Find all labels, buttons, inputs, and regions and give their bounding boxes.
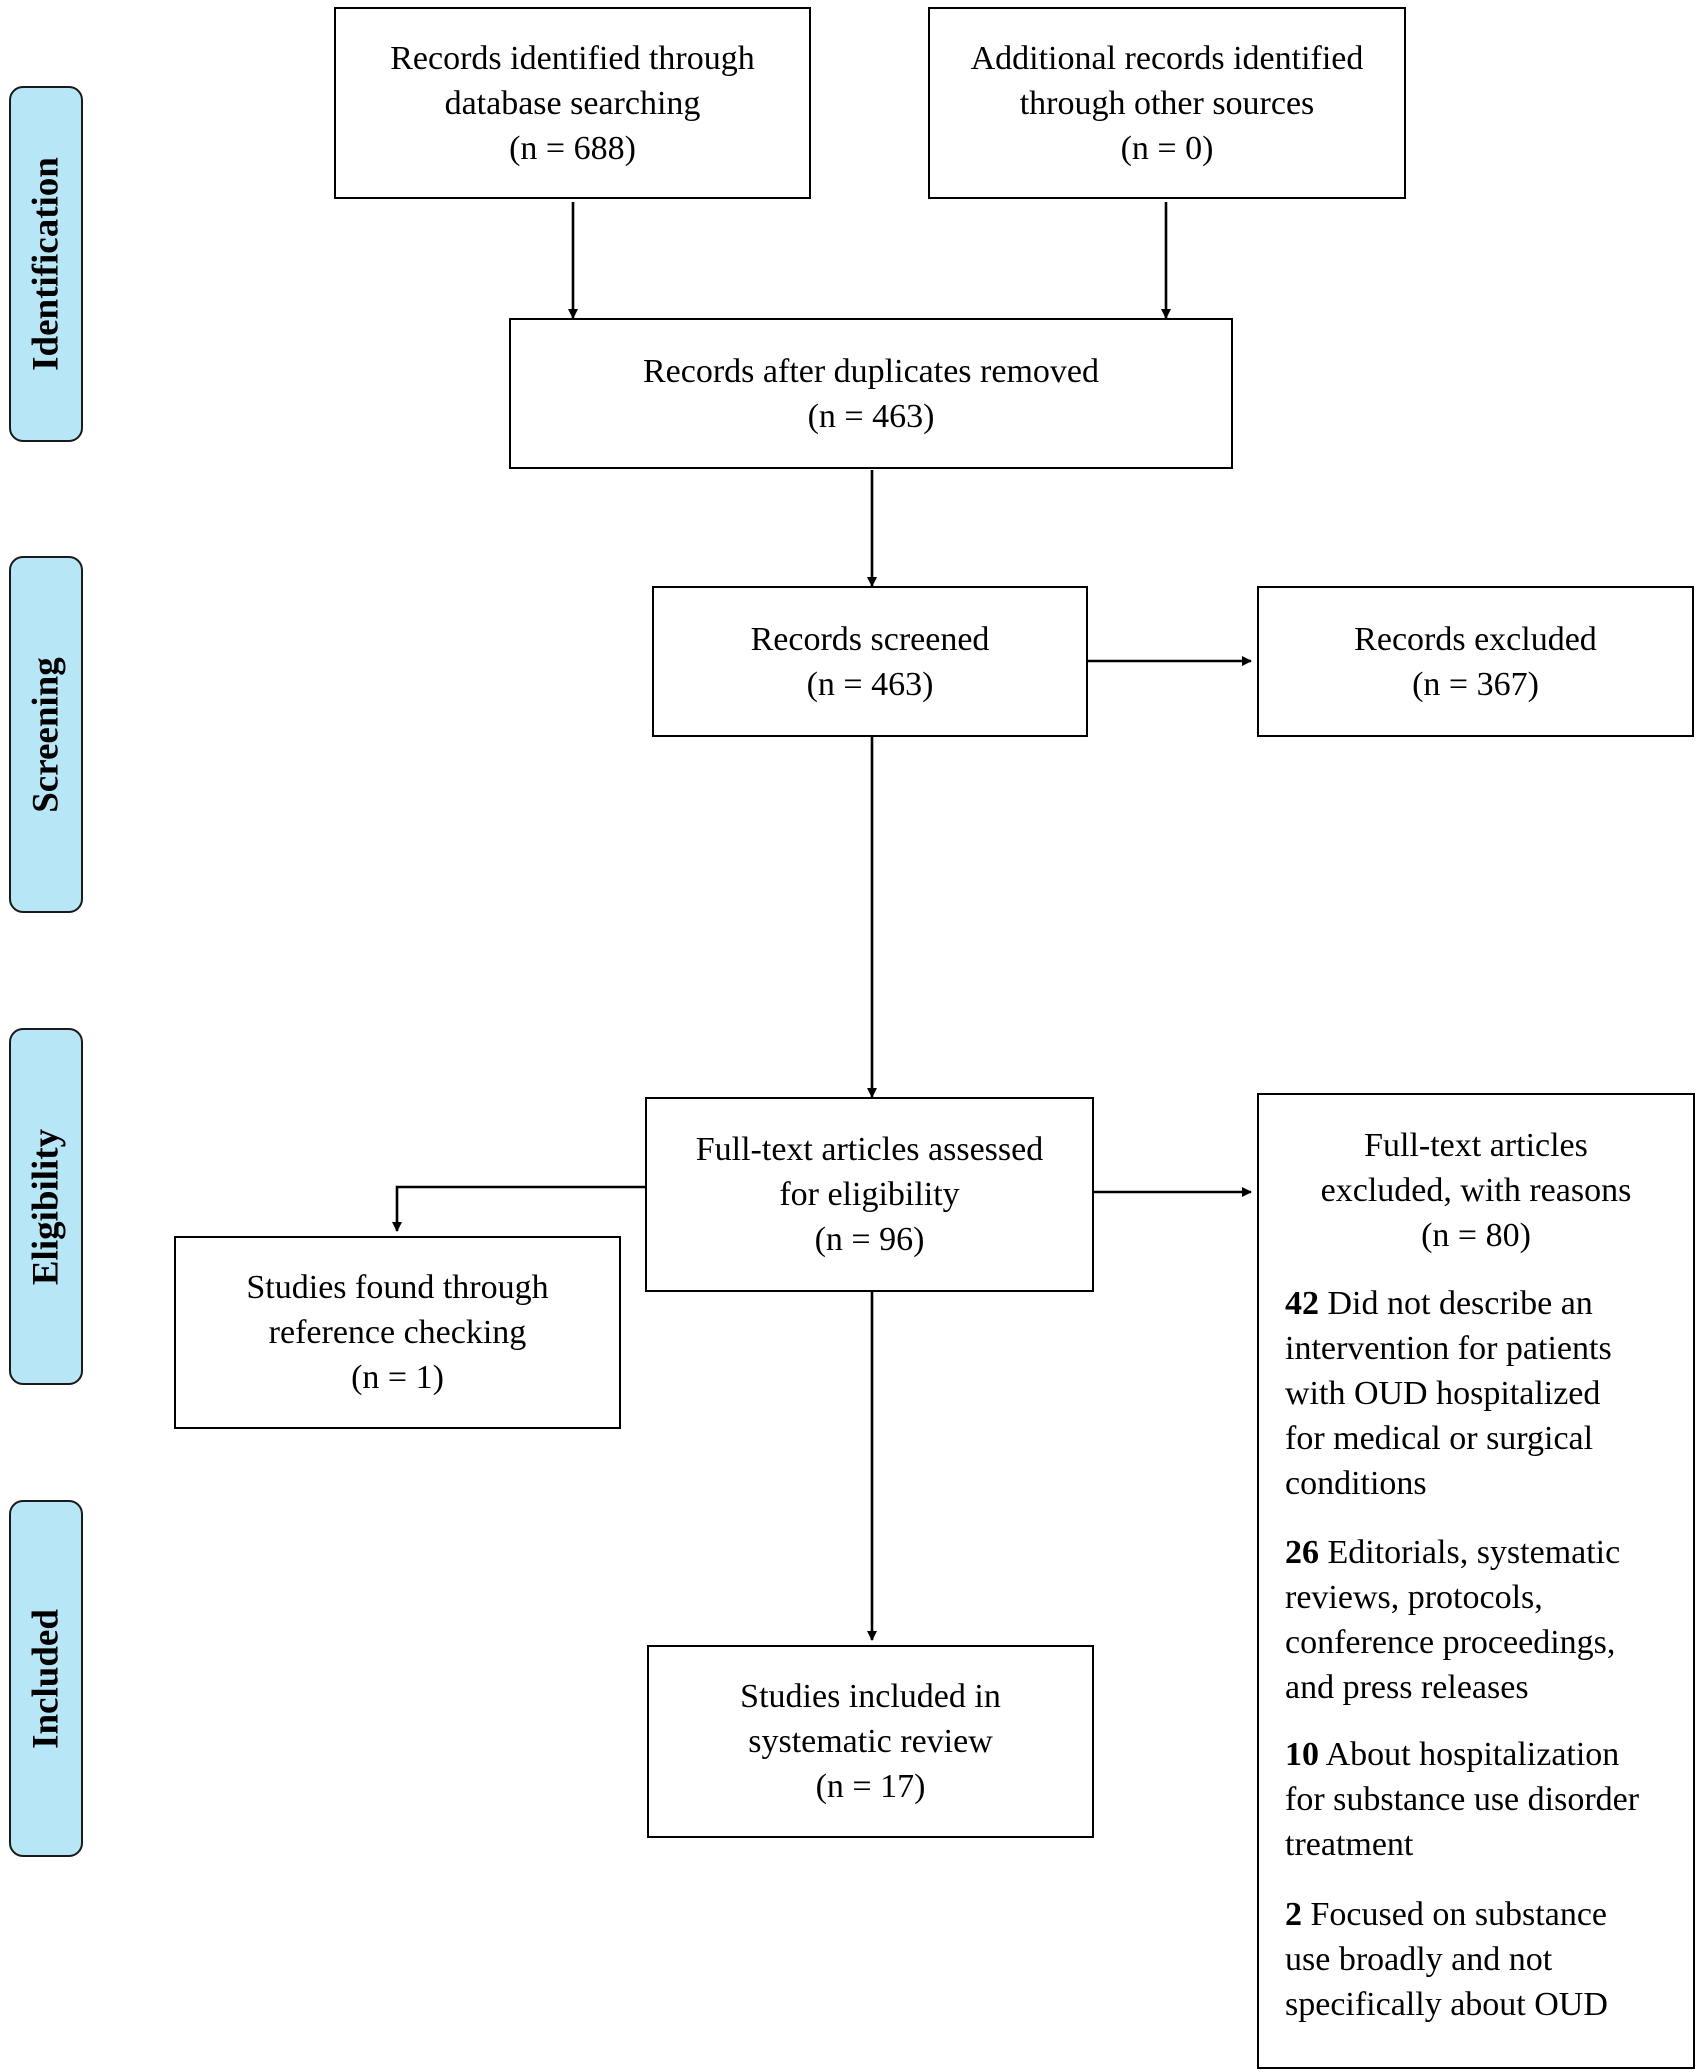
- box-records-excluded: Records excluded (n = 367): [1257, 586, 1694, 737]
- box-text: systematic review: [748, 1723, 993, 1760]
- box-studies-included: Studies included in systematic review (n…: [647, 1645, 1094, 1838]
- phase-eligibility-label: Eligibility: [25, 1128, 67, 1285]
- phase-identification: Identification: [9, 86, 83, 442]
- phase-identification-label: Identification: [25, 157, 67, 371]
- box-count: (n = 367): [1412, 665, 1539, 703]
- exclusion-reason: 10 About hospitalization for substance u…: [1285, 1732, 1685, 1867]
- box-text: Records identified through: [390, 39, 755, 77]
- reason-text: with OUD hospitalized: [1285, 1375, 1601, 1412]
- phase-screening: Screening: [9, 556, 83, 913]
- reasons-header: Full-text articles excluded, with reason…: [1259, 1123, 1693, 1258]
- box-text: Studies found through: [246, 1269, 549, 1306]
- box-count: (n = 463): [806, 665, 934, 703]
- box-text: database searching: [444, 84, 701, 122]
- reason-text: conditions: [1285, 1465, 1427, 1502]
- phase-included-label: Included: [25, 1608, 67, 1749]
- box-count: (n = 17): [815, 1768, 926, 1805]
- phase-eligibility: Eligibility: [9, 1028, 83, 1385]
- reason-text: Did not describe an: [1327, 1285, 1593, 1322]
- reason-text: About hospitalization: [1325, 1736, 1620, 1773]
- reason-text: intervention for patients: [1285, 1330, 1612, 1367]
- box-text: Full-text articles assessed: [695, 1131, 1044, 1168]
- box-text: Records excluded: [1354, 620, 1597, 658]
- reason-text: for medical or surgical: [1285, 1420, 1594, 1457]
- box-duplicates-removed: Records after duplicates removed (n = 46…: [509, 318, 1233, 469]
- phase-screening-label: Screening: [25, 656, 67, 813]
- arrow-fulltext-to-reference: [392, 1185, 648, 1232]
- box-reference-checking: Studies found through reference checking…: [174, 1236, 621, 1429]
- box-text: Studies included in: [740, 1678, 1001, 1715]
- box-full-text-assessed: Full-text articles assessed for eligibil…: [645, 1097, 1094, 1292]
- reason-text: use broadly and not: [1285, 1941, 1553, 1978]
- exclusion-reason: 26 Editorials, systematic reviews, proto…: [1285, 1530, 1685, 1710]
- reason-line: 26 Editorials, systematic: [1285, 1530, 1685, 1575]
- box-count: (n = 688): [509, 129, 636, 167]
- box-text: Records screened: [750, 620, 990, 658]
- reason-count: 10: [1285, 1736, 1319, 1773]
- reason-text: Editorials, systematic: [1327, 1534, 1621, 1571]
- reason-text: conference proceedings,: [1285, 1624, 1616, 1661]
- box-count: (n = 80): [1421, 1217, 1531, 1254]
- reason-text: for substance use disorder: [1285, 1781, 1640, 1818]
- reason-text: reviews, protocols,: [1285, 1579, 1543, 1616]
- box-text: excluded, with reasons: [1320, 1172, 1632, 1209]
- reason-count: 42: [1285, 1285, 1319, 1322]
- box-count: (n = 463): [807, 397, 935, 435]
- phase-included: Included: [9, 1500, 83, 1857]
- reason-text: and press releases: [1285, 1669, 1529, 1706]
- exclusion-reason: 2 Focused on substance use broadly and n…: [1285, 1892, 1685, 2027]
- box-text: Records after duplicates removed: [643, 352, 1099, 390]
- box-database-searching: Records identified through database sear…: [334, 7, 811, 199]
- reason-line: 2 Focused on substance: [1285, 1892, 1685, 1937]
- box-full-text-excluded: Full-text articles excluded, with reason…: [1257, 1093, 1695, 2069]
- box-records-screened: Records screened (n = 463): [652, 586, 1088, 737]
- box-text: reference checking: [268, 1314, 527, 1351]
- box-count: (n = 1): [351, 1359, 444, 1396]
- reason-line: 10 About hospitalization: [1285, 1732, 1685, 1777]
- box-text: through other sources: [1019, 84, 1315, 122]
- reason-text: treatment: [1285, 1826, 1414, 1863]
- box-text: for eligibility: [779, 1176, 960, 1213]
- box-count: (n = 96): [814, 1221, 925, 1258]
- reason-count: 26: [1285, 1534, 1319, 1571]
- reason-text: Focused on substance: [1310, 1896, 1608, 1933]
- reason-line: 42 Did not describe an: [1285, 1281, 1685, 1326]
- exclusion-reason: 42 Did not describe an intervention for …: [1285, 1281, 1685, 1506]
- reason-text: specifically about OUD: [1285, 1986, 1608, 2023]
- box-text: Additional records identified: [970, 39, 1364, 77]
- box-text: Full-text articles: [1364, 1127, 1588, 1164]
- box-count: (n = 0): [1120, 129, 1214, 167]
- reason-count: 2: [1285, 1896, 1302, 1933]
- box-other-sources: Additional records identified through ot…: [928, 7, 1406, 199]
